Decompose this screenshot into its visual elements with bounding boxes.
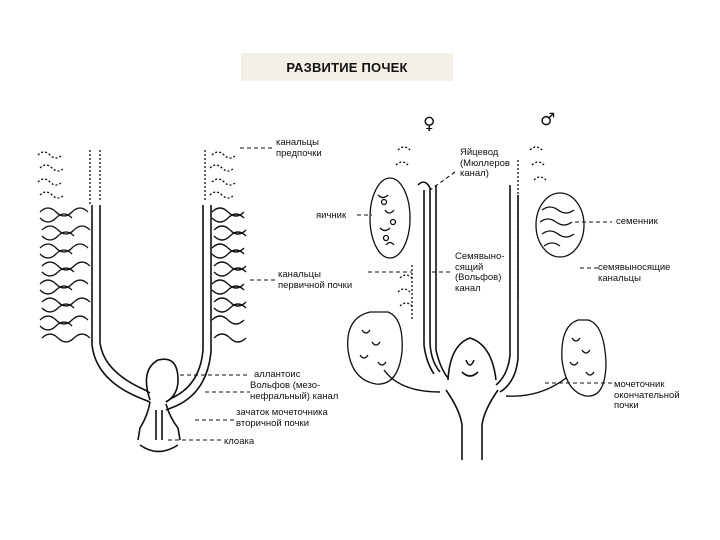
vestigial-tubules-female <box>395 146 413 320</box>
female-symbol-icon: ♀ <box>423 114 436 134</box>
ureters <box>383 369 567 397</box>
allantois-cloaca <box>137 358 181 453</box>
definitive-kidney-right <box>561 319 607 397</box>
ovary <box>369 177 411 259</box>
leader-lines-left <box>168 147 275 441</box>
pronephros-tubules-left <box>37 150 101 205</box>
leader-lines-right <box>357 171 612 384</box>
urogenital-sinus <box>445 337 499 460</box>
label-testis: семенник <box>616 216 658 227</box>
label-wolffian-duct: Вольфов (мезо- нефральный) канал <box>250 380 339 402</box>
testis <box>535 192 585 258</box>
label-ureter-bud: зачаток мочеточника вторичной почки <box>236 407 328 429</box>
mesonephros-tubules-left <box>39 207 91 343</box>
label-ovary: яичник <box>316 210 347 221</box>
mullerian-duct <box>417 181 449 379</box>
label-mesonephros-tubules: канальцы первичной почки <box>278 269 353 291</box>
mesonephros-tubules-right <box>211 207 247 343</box>
label-pronephros-tubules: канальцы предпочки <box>276 137 322 159</box>
label-ureter: мочеточник окончательной почки <box>614 379 680 411</box>
sexed-stage-figure <box>347 146 612 460</box>
male-symbol-icon: ♂ <box>540 110 556 130</box>
definitive-kidney-left <box>347 311 403 385</box>
diagram-title: РАЗВИТИЕ ПОЧЕК <box>241 53 453 81</box>
label-oviduct: Яйцевод (Мюллеров канал) <box>460 147 510 179</box>
label-seminal-duct: Семявыно- сящий (Вольфов) канал <box>455 251 505 294</box>
pronephros-tubules-right <box>204 150 237 200</box>
vestigial-tubules-male <box>517 146 547 300</box>
label-efferent-tubules: семявыносящие канальцы <box>598 262 671 284</box>
wolffian-ducts-left-figure <box>91 205 212 411</box>
label-allantois: аллантоис <box>254 369 301 380</box>
label-cloaca: клоака <box>224 436 255 447</box>
wolffian-duct-male <box>495 185 519 393</box>
indifferent-stage-figure <box>37 147 275 453</box>
